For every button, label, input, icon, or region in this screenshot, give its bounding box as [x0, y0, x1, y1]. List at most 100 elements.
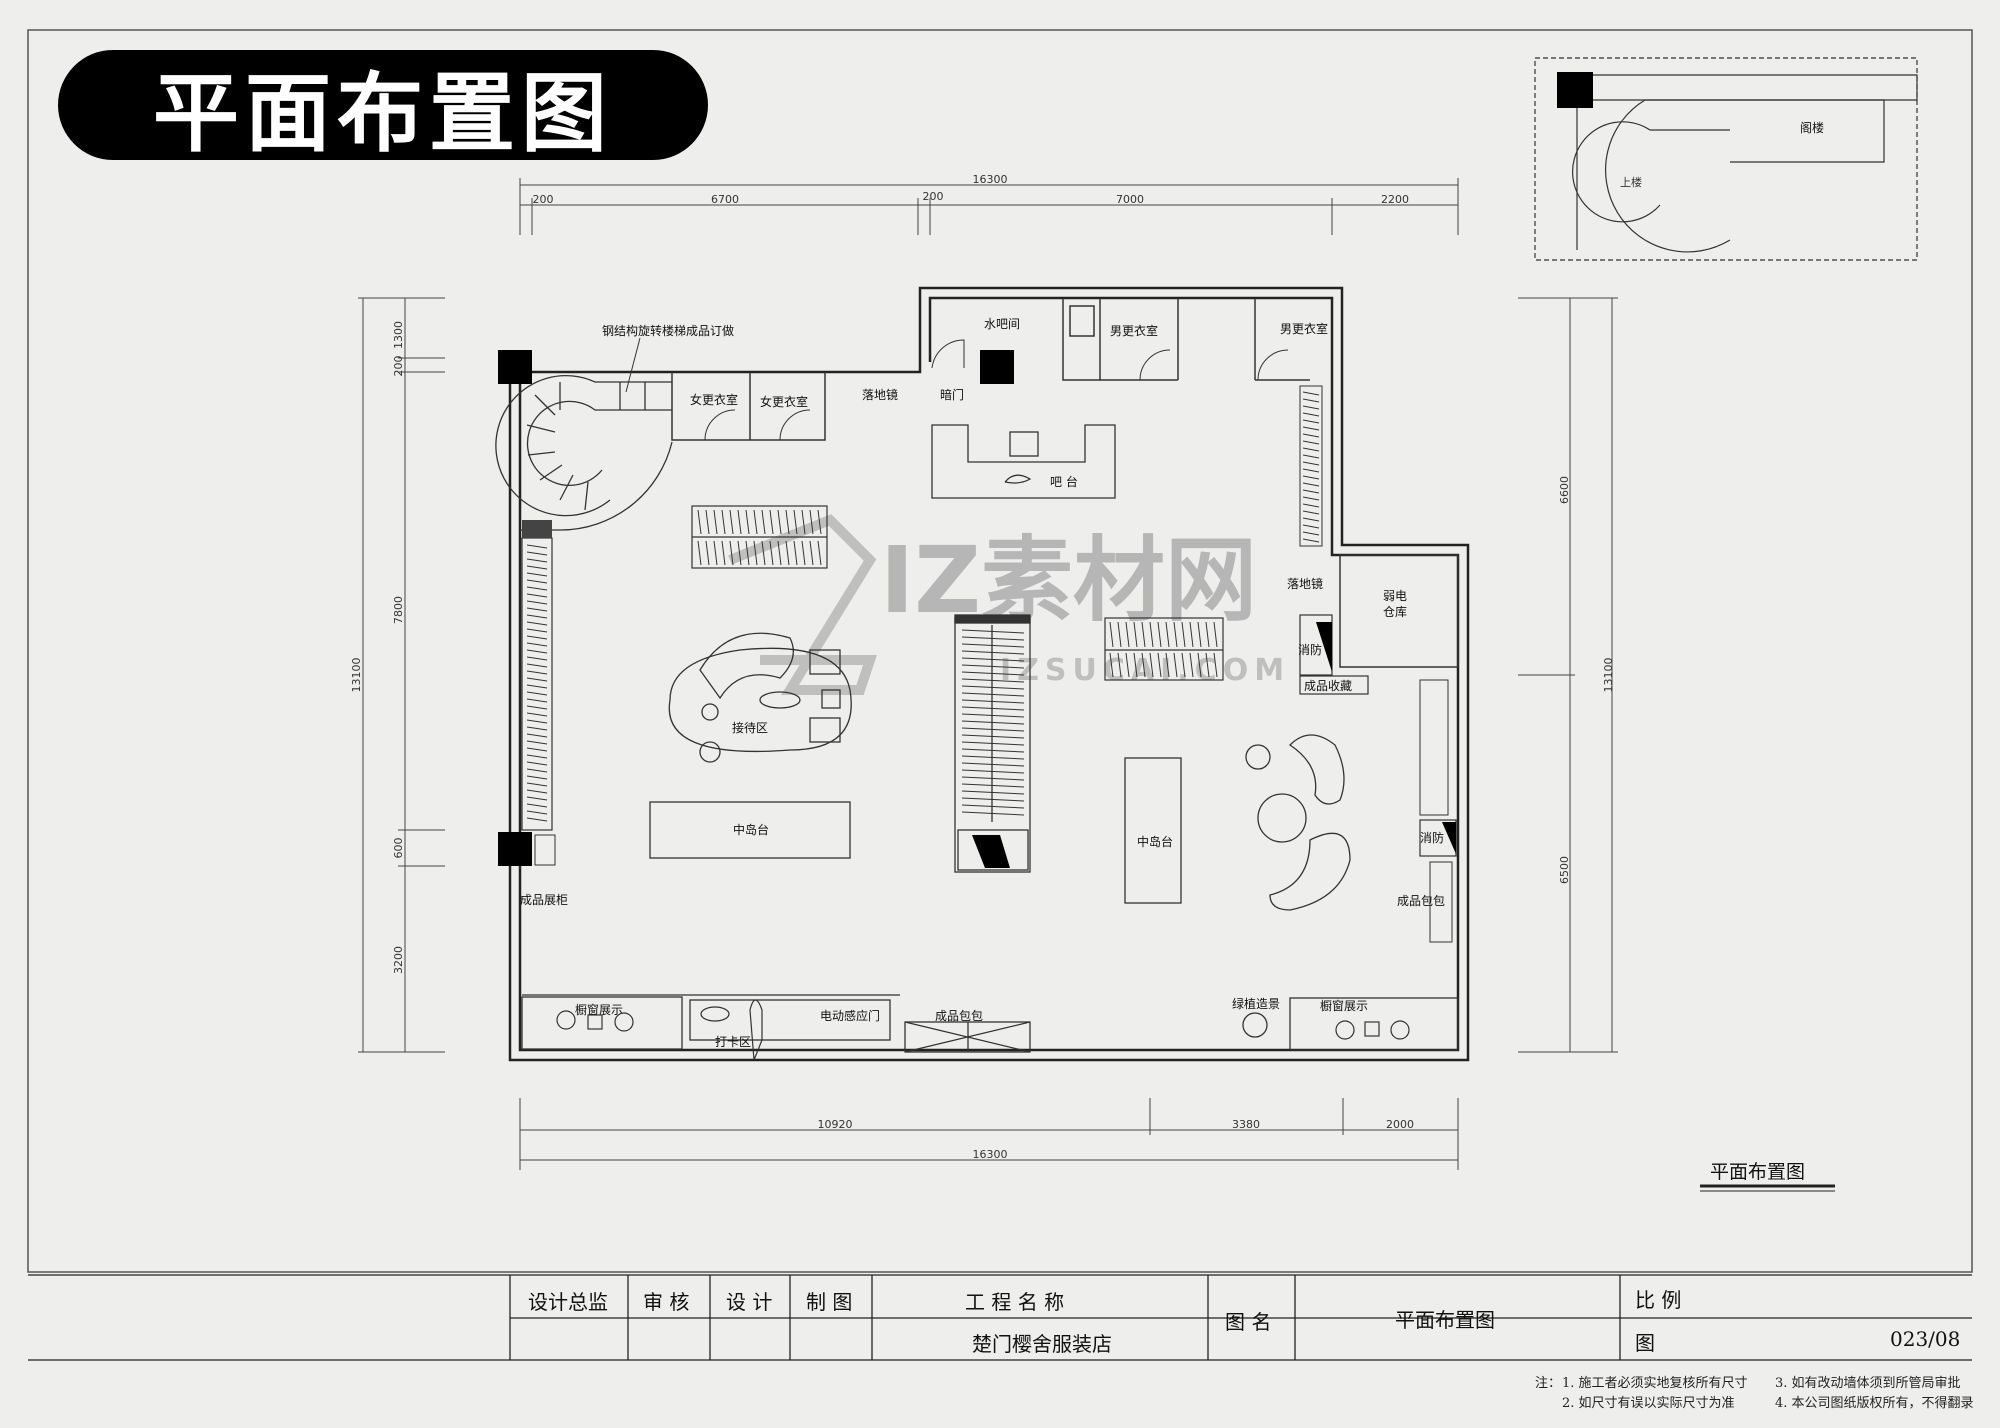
- hanger: [705, 509, 710, 535]
- hanger: [961, 734, 1025, 739]
- female-fitting-1-label: 女更衣室: [690, 392, 738, 407]
- hanger: [777, 540, 782, 566]
- hanger: [1302, 468, 1320, 473]
- hanger: [526, 663, 548, 668]
- hanger: [1302, 419, 1320, 424]
- hanger: [526, 740, 548, 745]
- hanger: [753, 540, 758, 566]
- lounge-area: [668, 632, 852, 763]
- hanger: [1302, 433, 1320, 438]
- hanger: [1157, 652, 1162, 678]
- hanger: [526, 761, 548, 766]
- hanger: [526, 677, 548, 682]
- left-dimensions: [358, 297, 445, 1053]
- hanger: [526, 572, 548, 577]
- hanger: [1173, 652, 1178, 678]
- tb-date: 023/08: [1890, 1327, 1961, 1351]
- hanger: [713, 540, 718, 566]
- hanger: [526, 705, 548, 710]
- clothing-rack-top-hangers: [697, 509, 822, 566]
- hanger: [721, 540, 726, 566]
- hanger: [729, 509, 734, 535]
- hanger: [1141, 621, 1146, 648]
- right-bag-shelf: [1429, 861, 1453, 943]
- hanger: [961, 650, 1025, 655]
- hanger: [526, 775, 548, 780]
- product-bottom-label: 成品包包: [935, 1009, 983, 1023]
- hanger: [753, 509, 758, 535]
- sensor-door-label: 电动感应门: [820, 1008, 880, 1023]
- hanger: [1213, 652, 1218, 678]
- hanger: [1197, 652, 1202, 678]
- hanger: [526, 593, 548, 598]
- female-fitting-rooms: [671, 372, 826, 441]
- hanger: [526, 810, 548, 815]
- sheet-border: [27, 29, 1973, 1273]
- dim-right-2: 6500: [1558, 856, 1571, 884]
- hanger: [777, 509, 782, 535]
- hanger: [785, 540, 790, 566]
- mirror-2-label: 落地镜: [1287, 576, 1323, 591]
- hanger: [526, 670, 548, 675]
- hanger: [526, 565, 548, 570]
- hanger: [1302, 447, 1320, 452]
- storage-room: [1339, 554, 1459, 668]
- hanger: [809, 540, 814, 566]
- hanger: [1165, 621, 1170, 648]
- left-display-box: [534, 834, 556, 866]
- right-rack-hangers: [1302, 391, 1320, 543]
- hanger: [961, 741, 1025, 746]
- hanger: [1302, 426, 1320, 431]
- hanger: [1157, 621, 1162, 648]
- bottom-display-strip: [521, 994, 1459, 1053]
- hanger: [961, 755, 1025, 760]
- hanger: [526, 558, 548, 563]
- display-left-label: 橱窗展示: [575, 1003, 623, 1017]
- dim-top-1: 200: [533, 193, 554, 206]
- hanger: [526, 621, 548, 626]
- hanger: [1149, 621, 1154, 648]
- bottom-dimensions: [519, 1098, 1459, 1170]
- hanger: [526, 789, 548, 794]
- right-seating: [1245, 734, 1351, 911]
- hanger: [769, 540, 774, 566]
- hanger: [1109, 652, 1114, 678]
- hanger: [769, 509, 774, 535]
- stair-label: 钢结构旋转楼梯成品订做: [602, 323, 734, 338]
- hanger: [1302, 391, 1320, 396]
- hanger: [961, 678, 1025, 683]
- hanger: [1133, 652, 1138, 678]
- male-fitting-2-label: 男更衣室: [1280, 321, 1328, 336]
- water-bar-label: 水吧间: [984, 317, 1020, 331]
- hanger: [785, 509, 790, 535]
- hanger: [1302, 482, 1320, 487]
- hanger: [961, 790, 1025, 795]
- hidden-door-swing: [931, 339, 965, 369]
- hanger: [961, 720, 1025, 725]
- tb-project-name: 楚门樱舍服装店: [972, 1332, 1112, 1356]
- dim-left-2: 200: [392, 356, 405, 377]
- hanger: [526, 782, 548, 787]
- hanger: [1181, 652, 1186, 678]
- dim-right-total: 13100: [1602, 658, 1615, 693]
- hanger: [697, 509, 702, 535]
- left-rack-hangers: [526, 544, 548, 822]
- hanger: [526, 551, 548, 556]
- hanger: [1189, 621, 1194, 648]
- central-long-rack: [954, 614, 1031, 873]
- hanger: [961, 643, 1025, 648]
- hanger: [697, 540, 702, 566]
- tb-design: 设 计: [726, 1290, 773, 1314]
- hanger: [961, 804, 1025, 809]
- hanger: [1213, 621, 1218, 648]
- dim-left-1: 1300: [392, 321, 405, 349]
- fire-2-label: 消防: [1420, 830, 1444, 845]
- hanger: [961, 636, 1025, 641]
- hanger: [961, 776, 1025, 781]
- clothing-rack-mid: [1104, 617, 1224, 681]
- hanger: [526, 747, 548, 752]
- hanger: [1302, 489, 1320, 494]
- hanger: [1302, 503, 1320, 508]
- column-top-left: [498, 350, 532, 384]
